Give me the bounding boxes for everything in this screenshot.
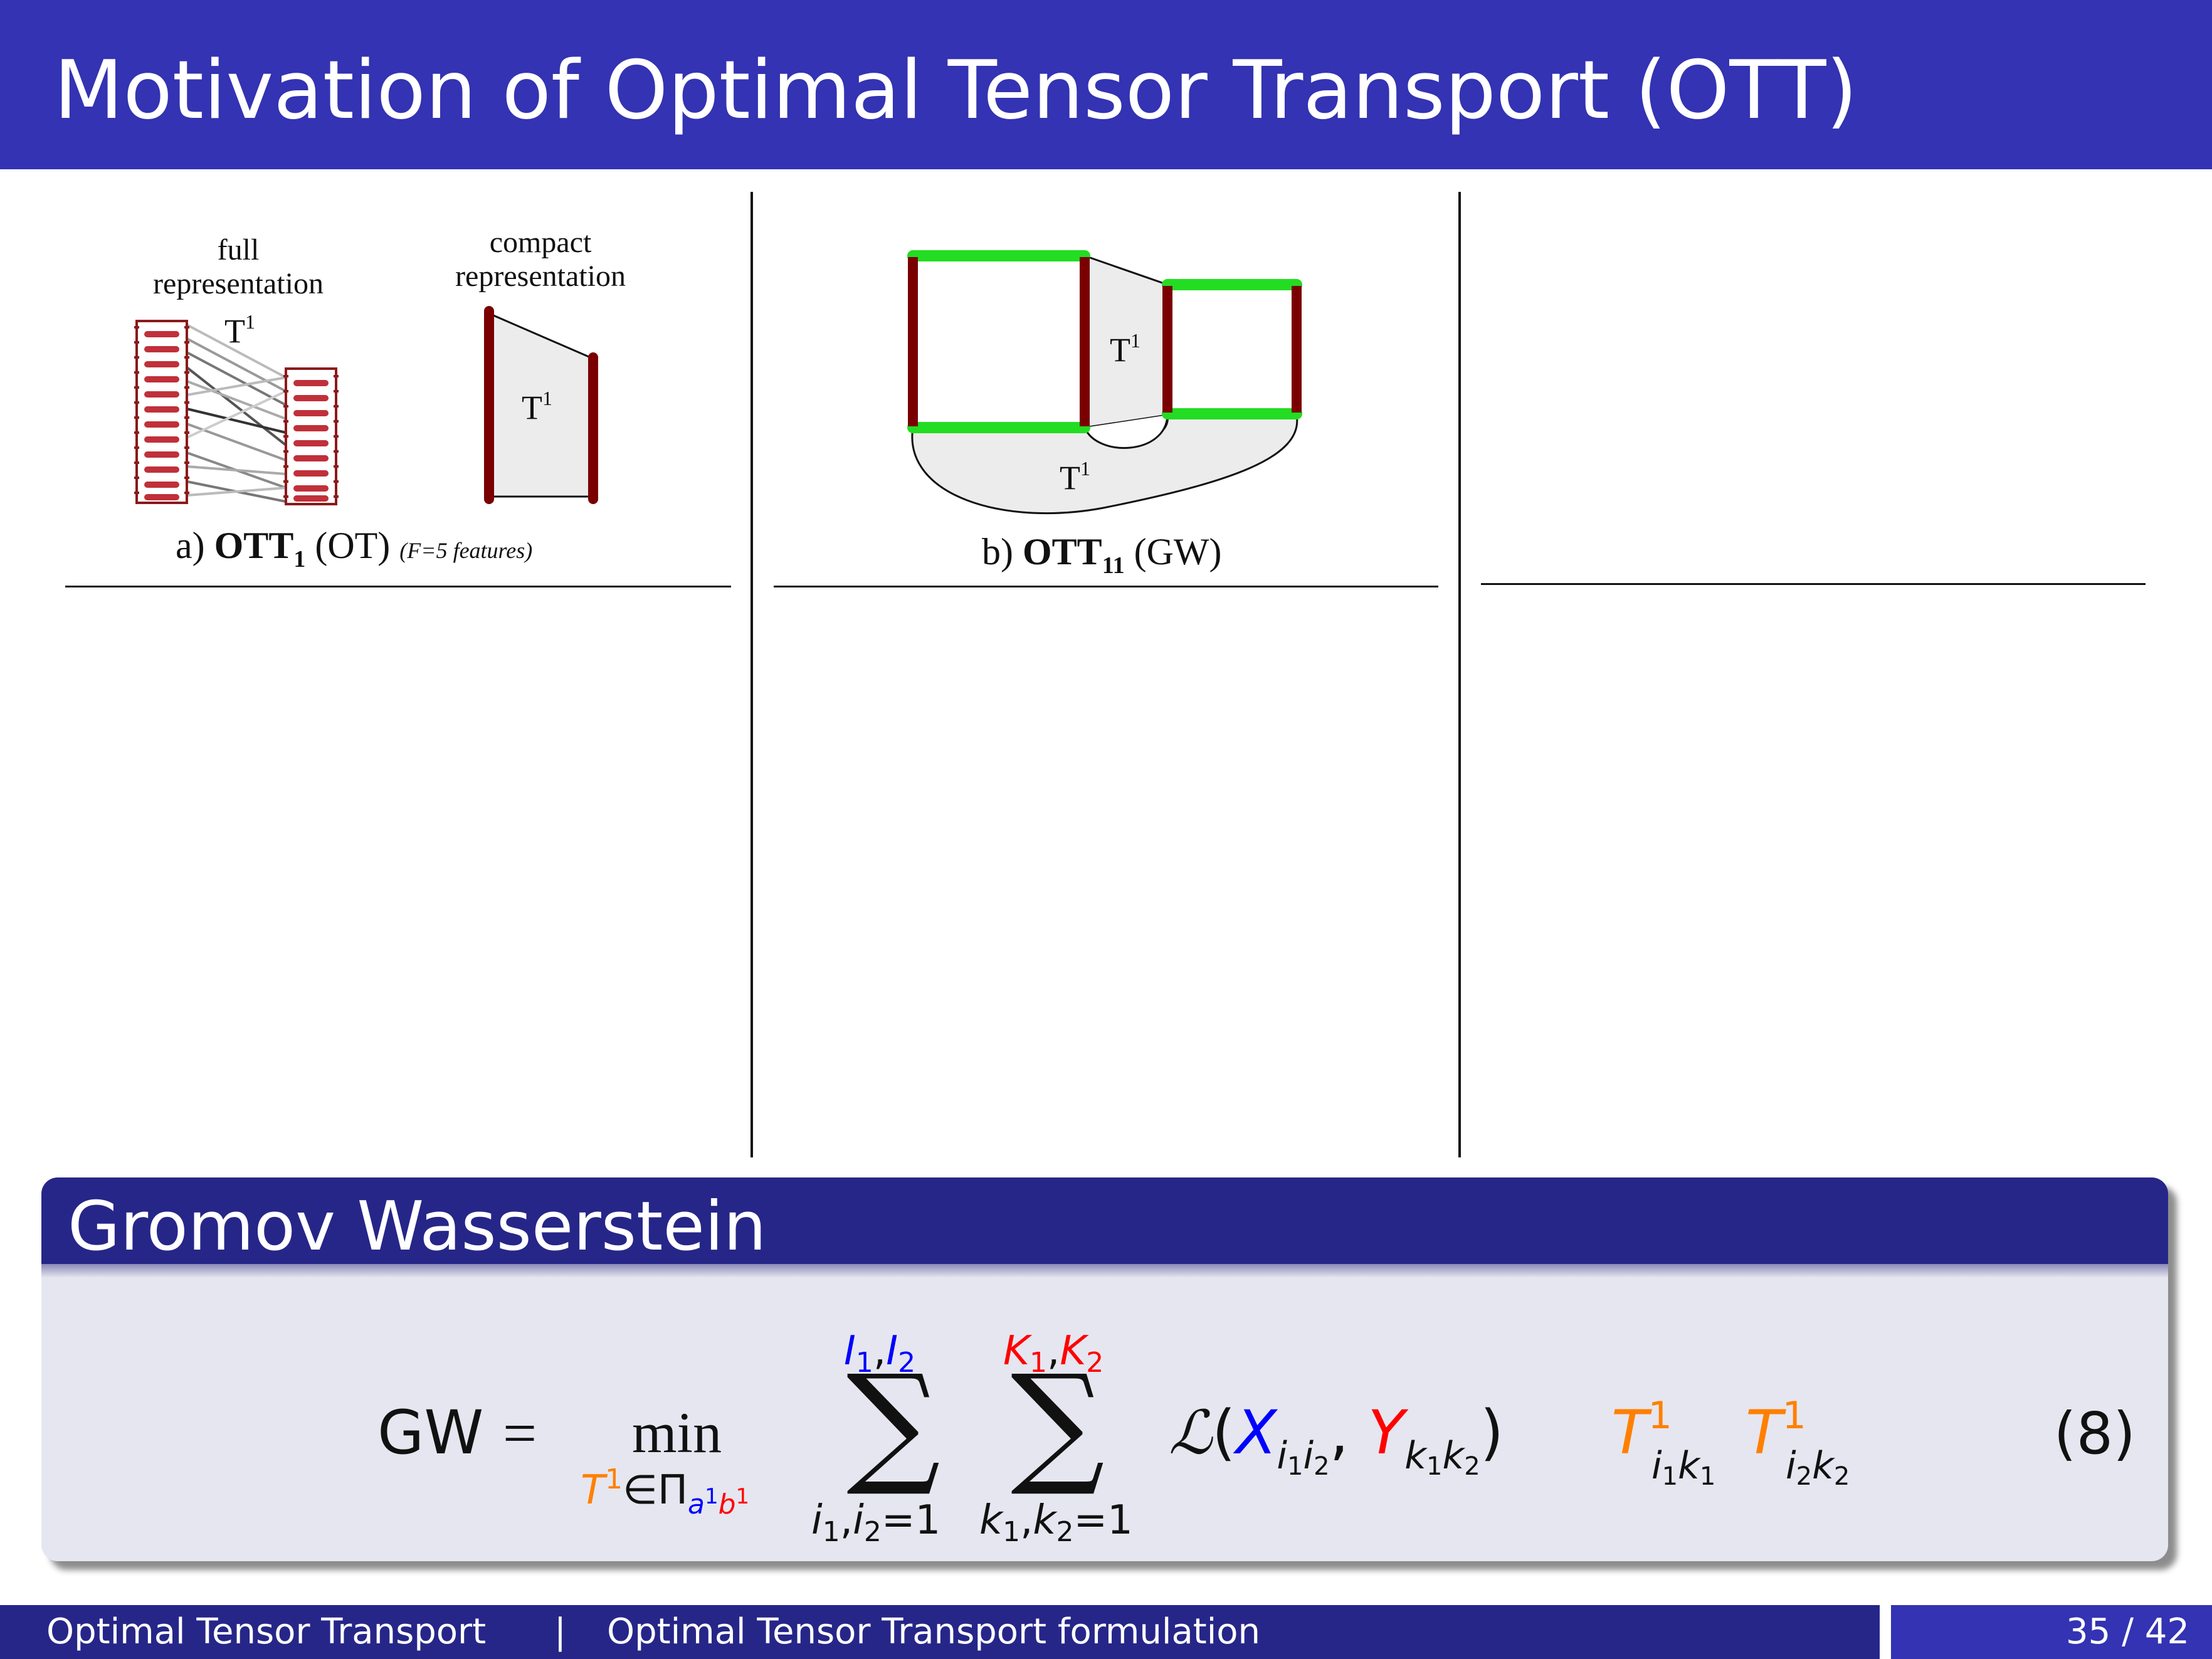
figure-a-caption: a) OTT1 (OT) (F=5 features) — [176, 525, 532, 572]
footer-section: Optimal Tensor Transport formulation — [607, 1611, 1261, 1652]
eq-summand: ℒ(Xi1i2, Yk1k2) — [1169, 1398, 1504, 1481]
eq-number: (8) — [2054, 1400, 2136, 1467]
eq-min-subscript: T1∈Πa1b1 — [581, 1463, 749, 1520]
compact-tensor-label: T1 — [522, 387, 552, 426]
eq-sum-1-lower: i1,i2=1 — [811, 1497, 940, 1548]
slide-title: Motivation of Optimal Tensor Transport (… — [54, 44, 1858, 137]
figure-b-gw-diagram: T1 T1 b) OTT11 (GW) — [907, 250, 1302, 579]
eq-sum-1-upper: I1,I2 — [844, 1328, 915, 1379]
footer-left-bar: Optimal Tensor Transport | Optimal Tenso… — [0, 1605, 1880, 1659]
eq-equals: = — [503, 1399, 537, 1467]
block-title: Gromov Wasserstein — [68, 1188, 767, 1266]
gw-upper-tensor-label: T1 — [1110, 329, 1140, 369]
full-label-line2: representation — [153, 267, 324, 300]
footer-right-bar: 35 / 42 — [1891, 1605, 2212, 1659]
gw-lower-tensor-label: T1 — [1060, 457, 1090, 497]
full-tensor-label: T1 — [224, 310, 255, 350]
eq-lhs: GW — [377, 1398, 483, 1468]
gw-inner-arc — [1083, 414, 1169, 449]
full-representation-right-dots — [293, 380, 329, 502]
gw-equation: GW = min T1∈Πa1b1 I1,I2 ∑ i1,i2=1 K1,K2 … — [377, 1328, 2136, 1548]
eq-min: min — [632, 1401, 722, 1465]
column-divider-left — [750, 192, 753, 1157]
figure-c-rule — [1481, 583, 2146, 585]
compact-label-line1: compact — [490, 226, 592, 259]
figure-b-caption: b) OTT11 (GW) — [982, 531, 1222, 579]
eq-sum-1: ∑ — [846, 1346, 940, 1500]
eq-T-second-sub: i2k2 — [1786, 1444, 1850, 1491]
page-number: 35 / 42 — [2066, 1611, 2189, 1652]
block-header: Gromov Wasserstein — [41, 1177, 2168, 1266]
full-representation-right-stack — [283, 367, 339, 505]
full-representation-left-stack — [134, 320, 189, 504]
eq-sum-2-lower: k1,k2=1 — [979, 1497, 1133, 1548]
footer-title: Optimal Tensor Transport — [46, 1611, 487, 1652]
gromov-wasserstein-block: Gromov Wasserstein GW = min T1∈Πa1b1 I1,… — [41, 1177, 2168, 1561]
full-label-line1: full — [218, 233, 260, 266]
eq-T-first: T1 — [1611, 1394, 1672, 1468]
footer-separator: | — [554, 1611, 566, 1652]
figure-b-rule — [774, 586, 1438, 587]
eq-sum-2: ∑ — [1011, 1346, 1105, 1500]
title-bar: Motivation of Optimal Tensor Transport (… — [0, 0, 2212, 169]
eq-T-second: T1 — [1746, 1394, 1806, 1468]
compact-label-line2: representation — [455, 260, 626, 293]
eq-T-first-sub: i1k1 — [1651, 1444, 1715, 1491]
transport-lines — [186, 324, 287, 503]
figure-a-rule — [65, 586, 731, 587]
eq-sum-2-upper: K1,K2 — [1003, 1328, 1103, 1379]
column-divider-right — [1458, 192, 1461, 1157]
block-header-shadow — [41, 1264, 2168, 1278]
full-representation-left-dots — [144, 331, 179, 500]
figure-a-ot-diagram: full representation compact representati… — [134, 226, 626, 572]
